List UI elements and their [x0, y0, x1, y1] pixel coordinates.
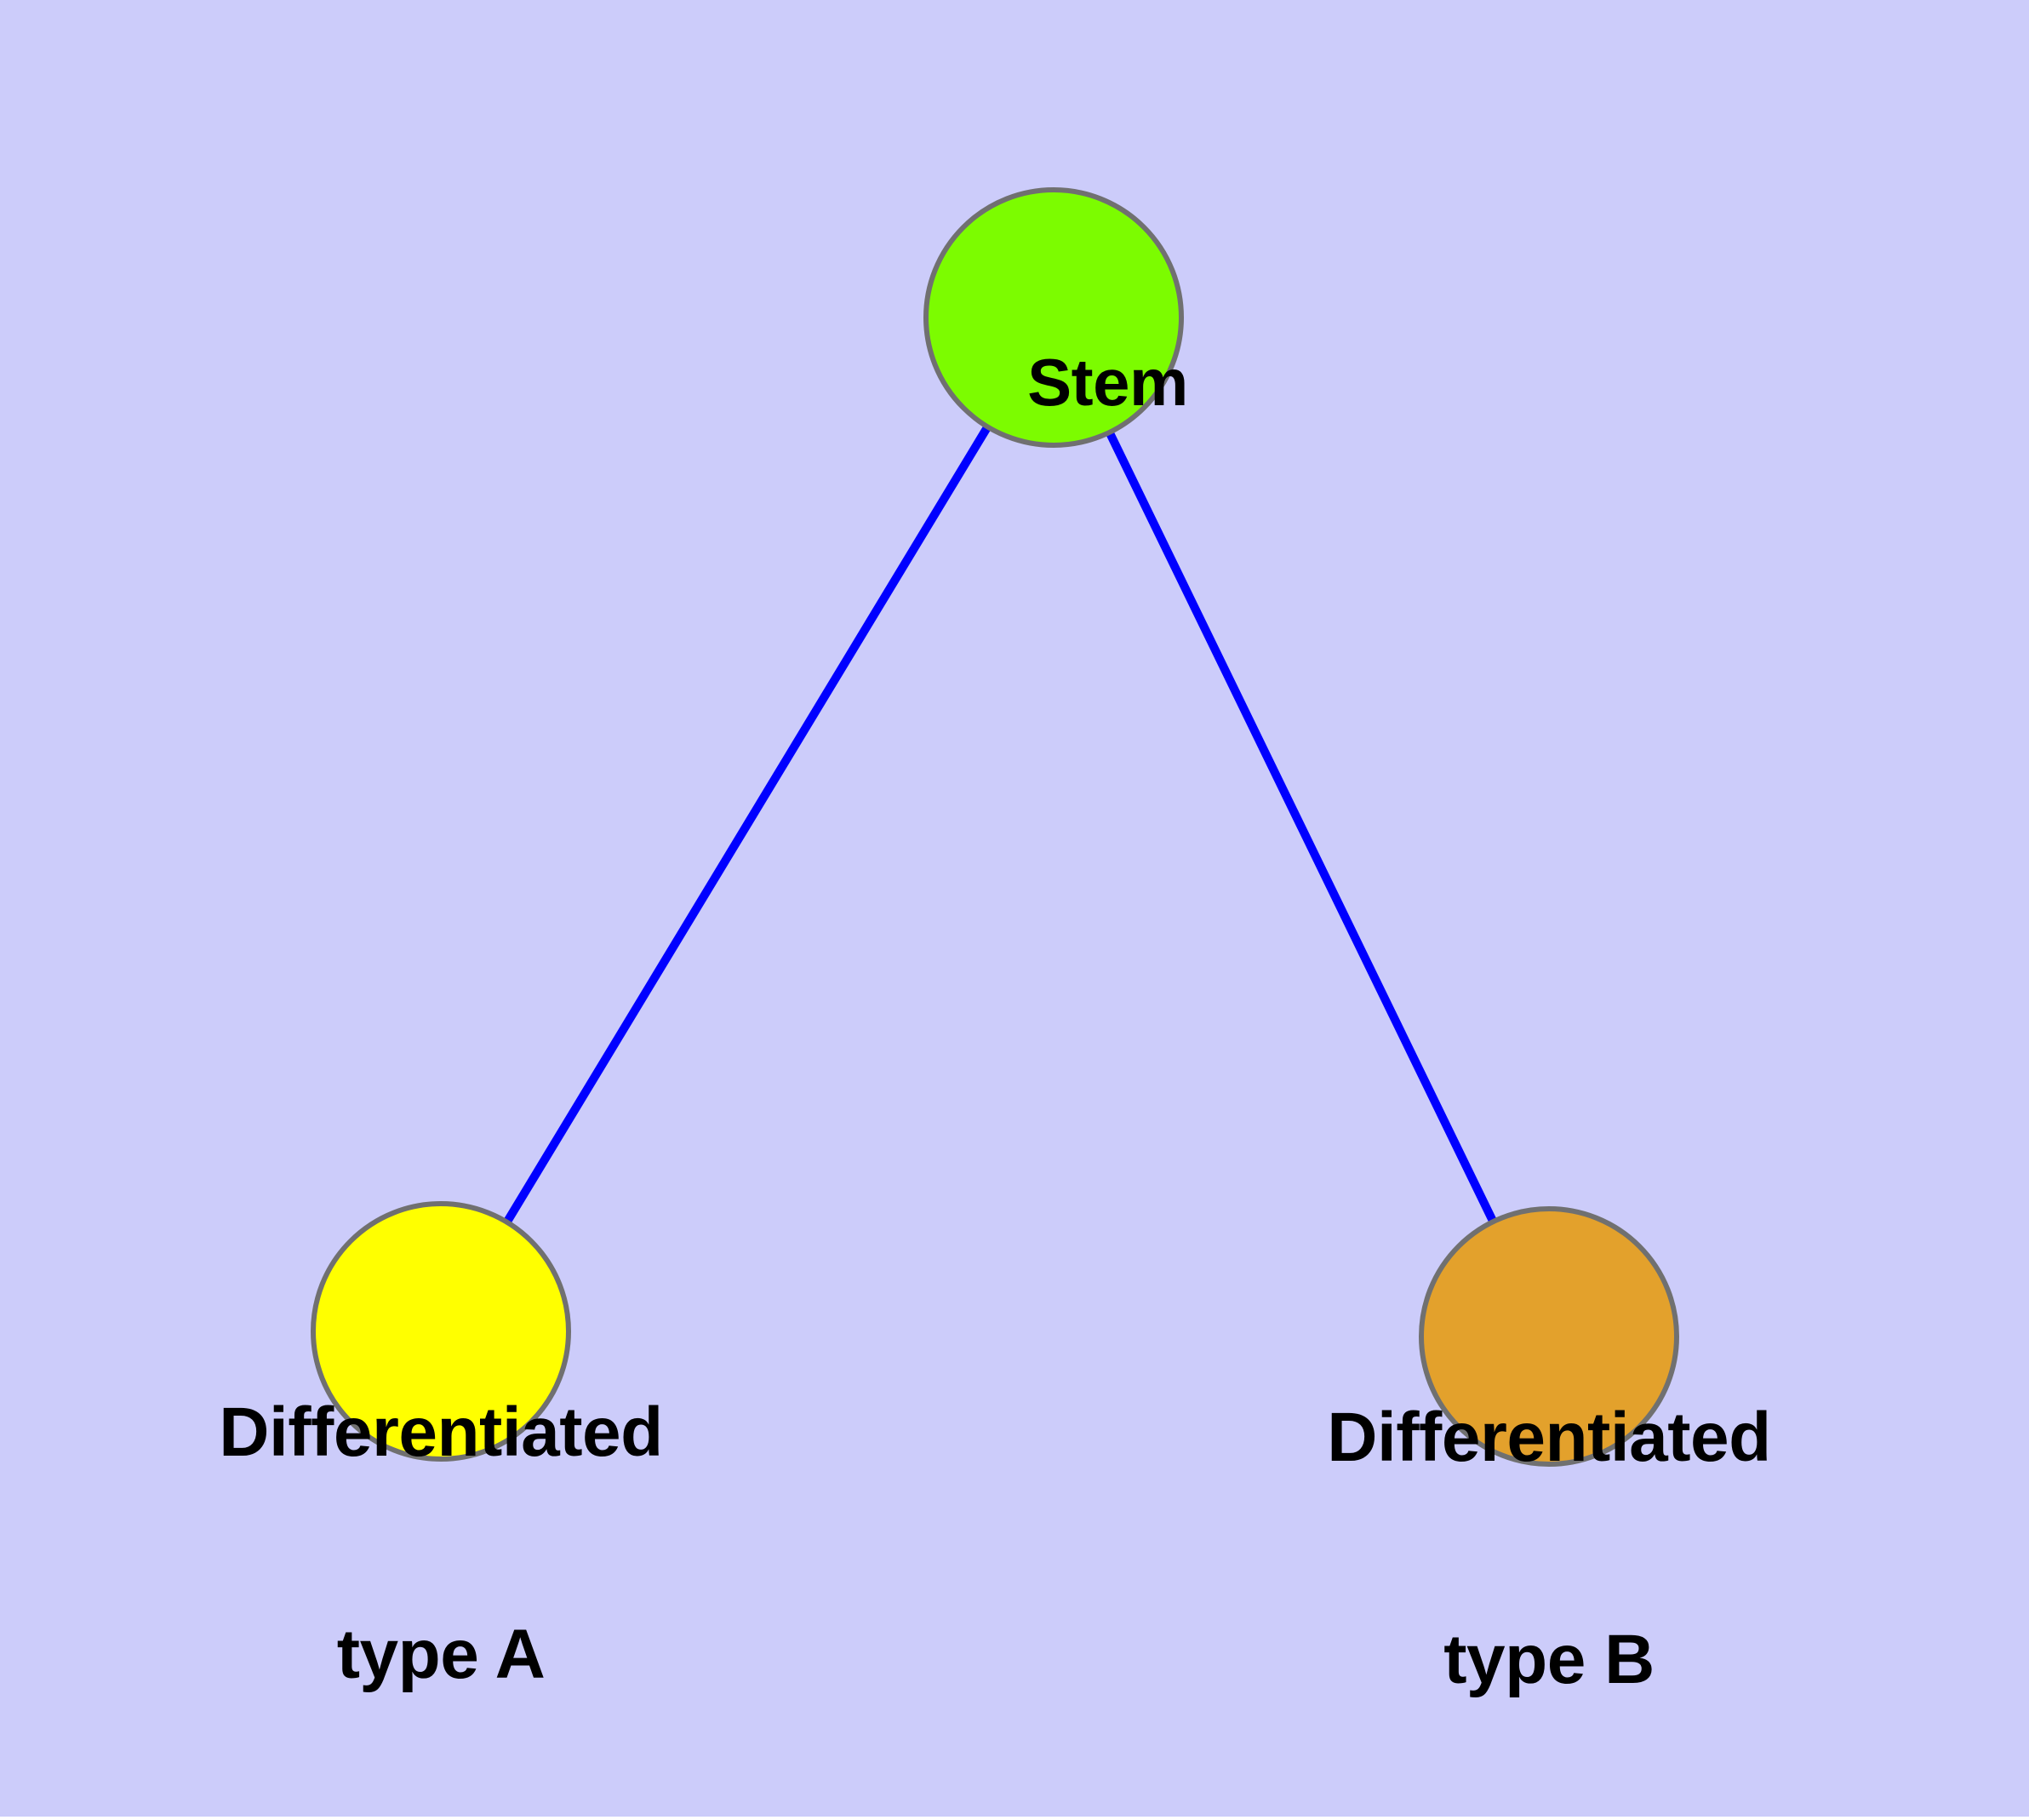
node-layer [311, 187, 1679, 1467]
node-stem[interactable] [923, 187, 1184, 448]
edge-layer [437, 315, 1553, 1339]
node-differentiated-type-a[interactable] [311, 1201, 571, 1462]
edge-stem-to-diff-b[interactable] [1049, 315, 1553, 1339]
node-differentiated-type-b[interactable] [1419, 1206, 1679, 1467]
edge-stem-to-diff-a[interactable] [437, 315, 1058, 1334]
